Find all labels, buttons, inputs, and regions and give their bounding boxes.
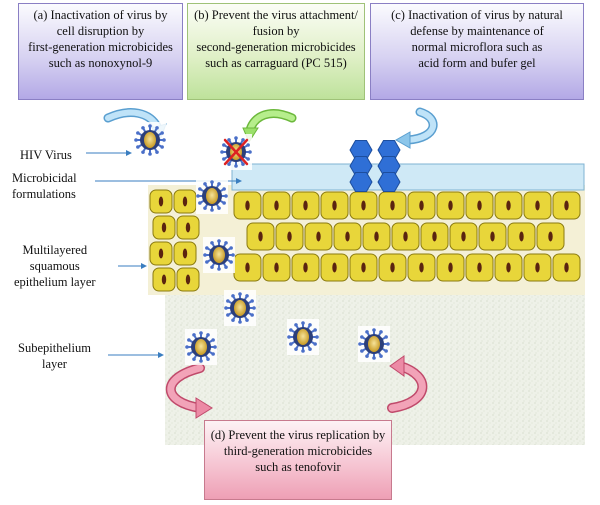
- cell-nucleus: [158, 196, 164, 207]
- cell-nucleus: [245, 200, 250, 211]
- cell-nucleus: [161, 274, 167, 285]
- cell-nucleus: [303, 200, 308, 211]
- cell-nucleus: [419, 200, 424, 211]
- hexagon-plug: [349, 172, 373, 192]
- cell-nucleus: [535, 262, 540, 273]
- hiv-virus-label: HIV Virus: [20, 148, 72, 162]
- box-b-line: fusion by: [252, 24, 300, 38]
- cell-nucleus: [361, 262, 366, 273]
- cell-nucleus: [185, 222, 191, 233]
- cell-nucleus: [419, 262, 424, 273]
- cell-nucleus: [158, 248, 164, 259]
- hiv-virus-icon: [134, 122, 166, 158]
- cell-nucleus: [506, 200, 511, 211]
- box-a-line: (a) Inactivation of virus by: [33, 8, 168, 22]
- cell-nucleus: [432, 231, 437, 242]
- label-line: Multilayered: [22, 243, 88, 257]
- cell-nucleus: [274, 200, 279, 211]
- cell-nucleus: [506, 262, 511, 273]
- box-a-line: first-generation microbicides: [28, 40, 173, 54]
- box-b-second-generation: (b) Prevent the virus attachment/ fusion…: [187, 3, 365, 100]
- hiv-virus-icon: [224, 290, 256, 326]
- cell-nucleus: [332, 262, 337, 273]
- hiv-virus-icon: [358, 326, 390, 362]
- cell-nucleus: [332, 200, 337, 211]
- blocked-virus-x-icon: [223, 138, 249, 166]
- cell-nucleus: [477, 200, 482, 211]
- cell-nucleus: [361, 200, 366, 211]
- box-a-line: such as nonoxynol-9: [48, 56, 153, 70]
- label-line: layer: [41, 357, 67, 371]
- box-d-line: (d) Prevent the virus replication by: [210, 428, 386, 442]
- box-c-line: defense by maintenance of: [410, 24, 544, 38]
- cell-nucleus: [390, 262, 395, 273]
- cell-nucleus: [345, 231, 350, 242]
- cell-nucleus: [258, 231, 263, 242]
- cell-nucleus: [490, 231, 495, 242]
- cell-nucleus: [390, 200, 395, 211]
- box-b-line: second-generation microbicides: [196, 40, 356, 54]
- box-c-line: normal microflora such as: [411, 40, 543, 54]
- cell-nucleus: [161, 222, 167, 233]
- hiv-virus-icon: [185, 329, 217, 365]
- cell-nucleus: [303, 262, 308, 273]
- microbicidal-film: [231, 163, 585, 191]
- multilayered-epithelium-label: Multilayered squamous epithelium layer: [14, 242, 96, 290]
- cell-nucleus: [548, 231, 553, 242]
- cell-nucleus: [245, 262, 250, 273]
- cell-nucleus: [316, 231, 321, 242]
- box-d-third-generation: (d) Prevent the virus replication by thi…: [204, 420, 392, 500]
- cell-nucleus: [287, 231, 292, 242]
- cell-nucleus: [448, 262, 453, 273]
- label-line: squamous: [29, 259, 80, 273]
- cell-nucleus: [403, 231, 408, 242]
- box-d-line: third-generation microbicides: [223, 444, 373, 458]
- cell-nucleus: [564, 200, 569, 211]
- epithelial-cells: [149, 189, 581, 292]
- cell-nucleus: [182, 248, 188, 259]
- cell-nucleus: [564, 262, 569, 273]
- hexagon-plugs: [349, 140, 401, 192]
- box-a-line: cell disruption by: [56, 24, 145, 38]
- box-a-first-generation: (a) Inactivation of virus by cell disrup…: [18, 3, 183, 100]
- hiv-virus-icon: [203, 237, 235, 273]
- cell-nucleus: [477, 262, 482, 273]
- box-b-line: such as carraguard (PC 515): [205, 56, 347, 70]
- label-line: Microbicidal: [12, 171, 77, 185]
- hiv-virus-icon: [287, 319, 319, 355]
- hiv-virus-icon: [196, 178, 228, 214]
- cell-nucleus: [448, 200, 453, 211]
- cell-nucleus: [535, 200, 540, 211]
- box-c-line: (c) Inactivation of virus by natural: [391, 8, 563, 22]
- label-line: epithelium layer: [14, 275, 96, 289]
- cell-nucleus: [519, 231, 524, 242]
- cell-nucleus: [374, 231, 379, 242]
- box-b-line: (b) Prevent the virus attachment/: [194, 8, 358, 22]
- subepithelium-label: Subepithelium layer: [18, 340, 91, 372]
- label-line: Subepithelium: [18, 341, 91, 355]
- label-line: formulations: [12, 187, 76, 201]
- cell-nucleus: [185, 274, 191, 285]
- hexagon-plug: [377, 172, 401, 192]
- box-c-natural-defense: (c) Inactivation of virus by natural def…: [370, 3, 584, 100]
- cell-nucleus: [182, 196, 188, 207]
- cell-nucleus: [461, 231, 466, 242]
- box-d-line: such as tenofovir: [255, 460, 341, 474]
- cell-nucleus: [274, 262, 279, 273]
- box-c-line: acid form and bufer gel: [418, 56, 536, 70]
- microbicidal-formulations-label: Microbicidal formulations: [12, 170, 77, 202]
